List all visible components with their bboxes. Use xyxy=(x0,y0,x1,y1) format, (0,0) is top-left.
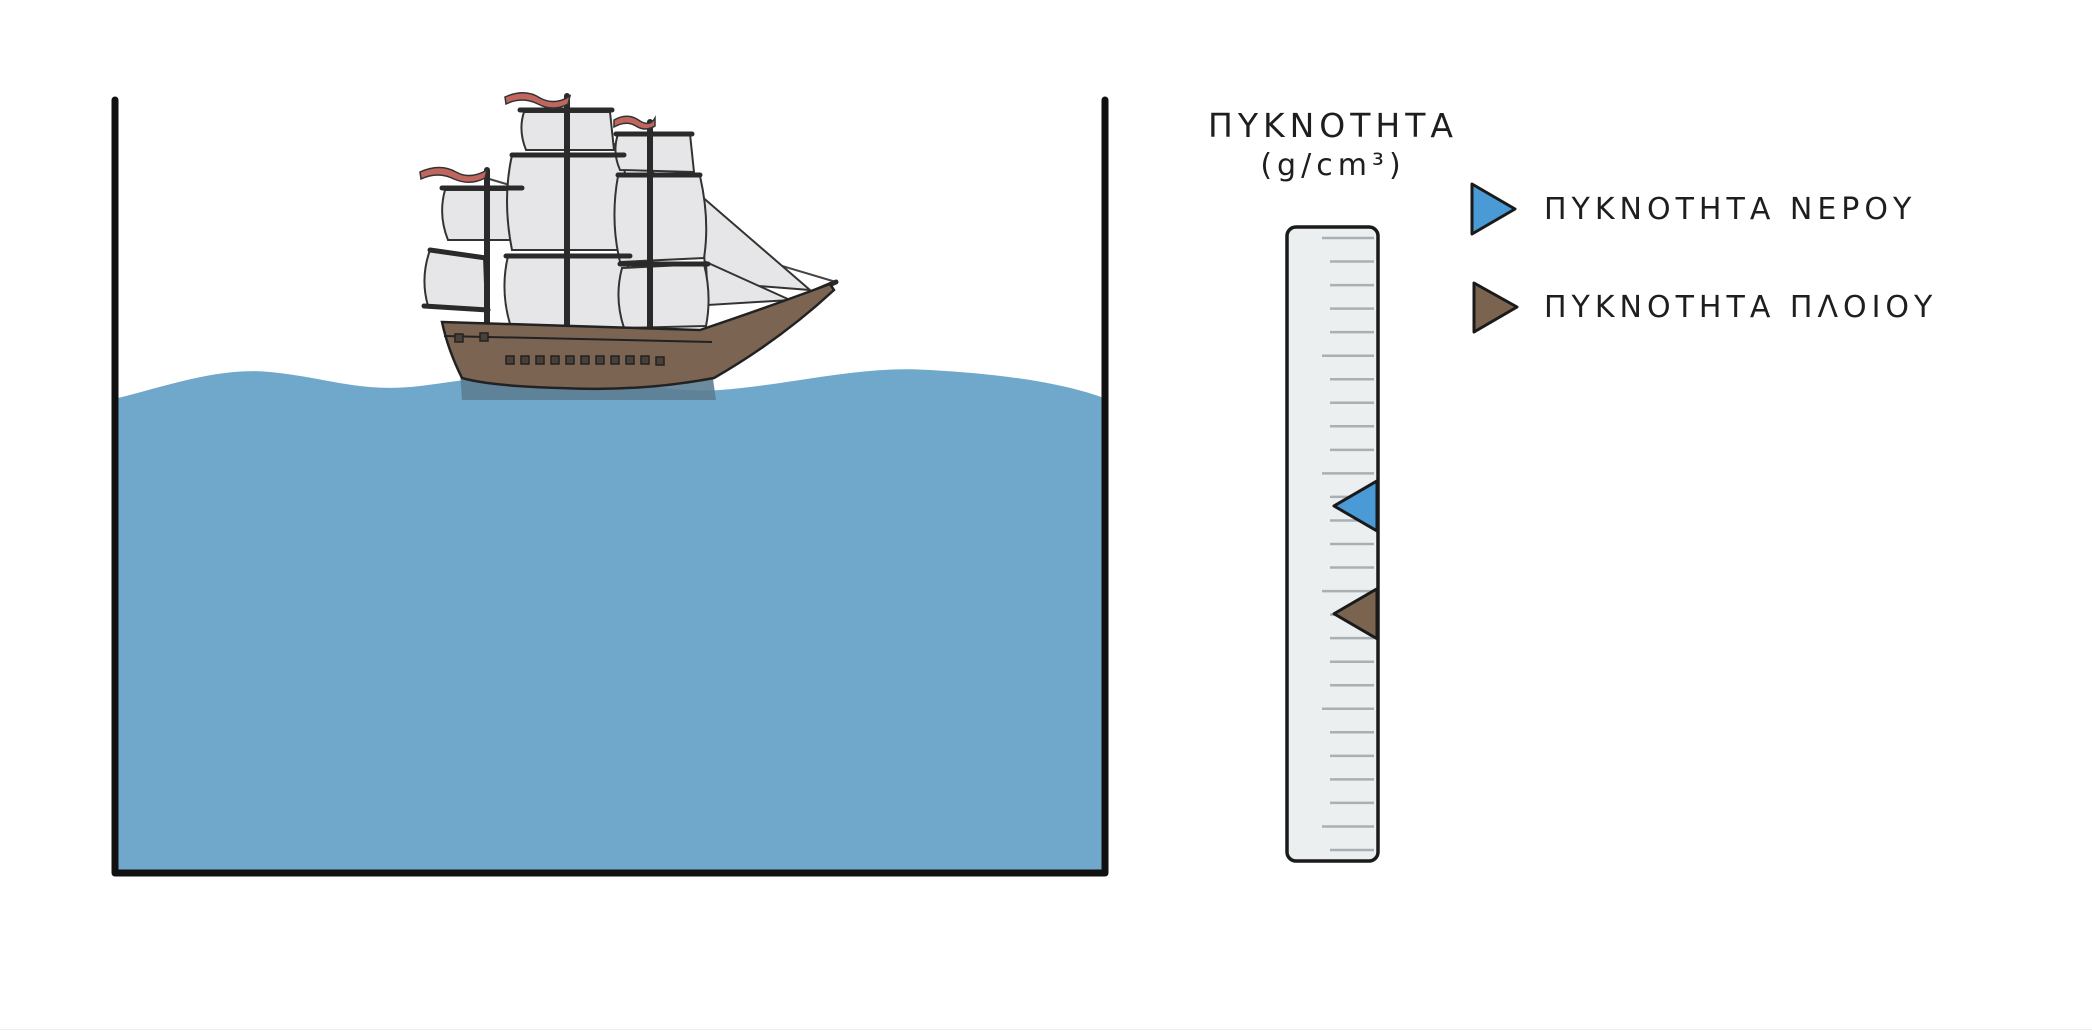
flag-icon xyxy=(504,92,572,109)
gauge-unit: (g/cm³) xyxy=(1260,148,1405,183)
legend: ΠΥΚΝΟΤΗΤΑ ΝΕΡΟΥ ΠΥΚΝΟΤΗΤΑ ΠΛΟΙΟΥ xyxy=(1470,182,1937,334)
flag-icon xyxy=(419,166,489,183)
tank-walls xyxy=(111,96,1109,877)
legend-item-ship: ΠΥΚΝΟΤΗΤΑ ΠΛΟΙΟΥ xyxy=(1472,281,1937,334)
page-divider xyxy=(0,1029,2092,1030)
blue-triangle-icon xyxy=(1470,182,1517,236)
density-scale xyxy=(1285,225,1380,863)
sailing-ship xyxy=(419,92,839,400)
brown-triangle-icon xyxy=(1472,281,1519,334)
water-body xyxy=(118,369,1104,870)
scale-markers xyxy=(1332,479,1379,641)
water-density-marker xyxy=(1332,479,1379,533)
gauge-title: ΠΥΚΝΟΤΗΤΑ xyxy=(1208,106,1458,145)
legend-item-water: ΠΥΚΝΟΤΗΤΑ ΝΕΡΟΥ xyxy=(1470,182,1916,236)
ship-density-marker xyxy=(1332,587,1379,641)
legend-label-water: ΠΥΚΝΟΤΗΤΑ ΝΕΡΟΥ xyxy=(1544,192,1916,227)
legend-label-ship: ΠΥΚΝΟΤΗΤΑ ΠΛΟΙΟΥ xyxy=(1544,290,1937,325)
water-tank xyxy=(111,96,1109,877)
flag-icon xyxy=(613,115,656,130)
